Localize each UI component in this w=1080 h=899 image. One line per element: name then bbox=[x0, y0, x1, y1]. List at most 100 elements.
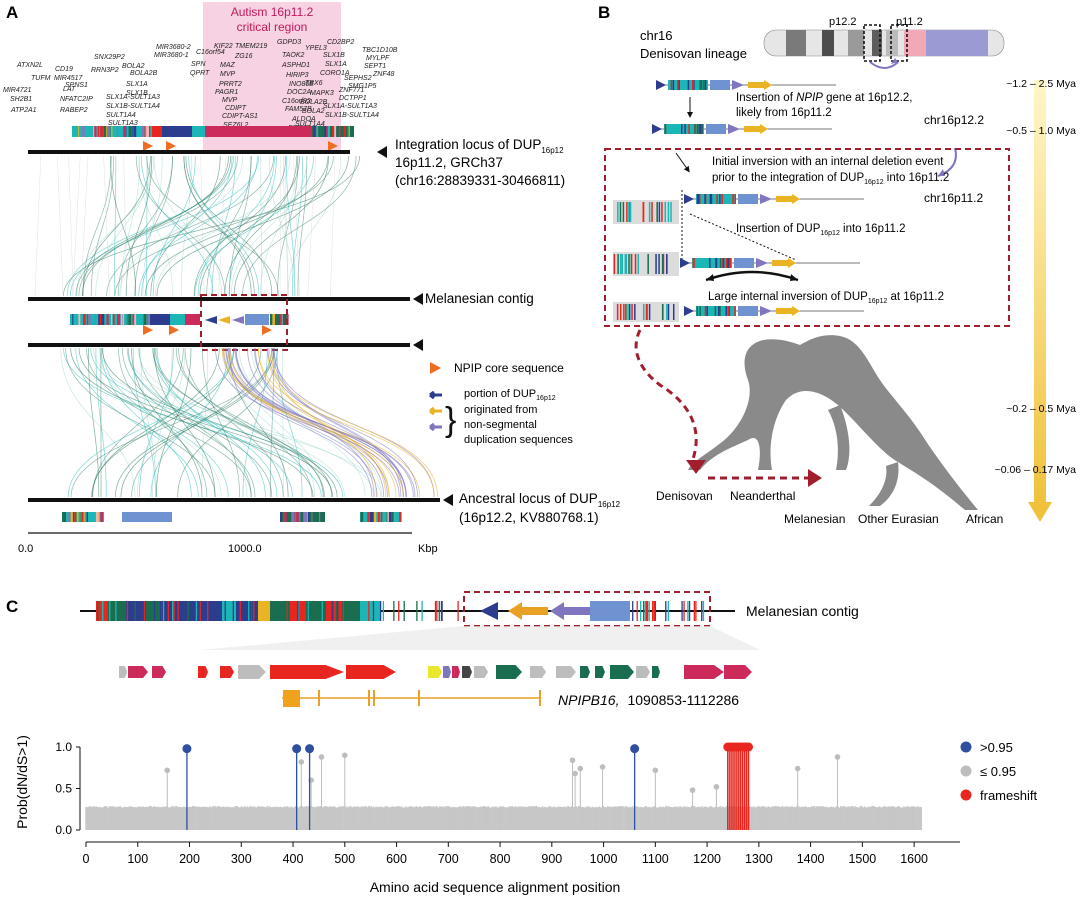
ribbon bbox=[152, 155, 196, 297]
npip-markers-top bbox=[143, 141, 338, 151]
svg-text:}: } bbox=[445, 401, 456, 439]
gene-name-label: SLX1A-SULT1A3 bbox=[323, 103, 377, 110]
gene-arrow bbox=[346, 665, 396, 679]
segment bbox=[100, 126, 104, 137]
ribbon bbox=[91, 347, 235, 498]
gene-arrow bbox=[462, 666, 472, 678]
segment bbox=[590, 601, 630, 621]
portion-legend-line3: non-segmental bbox=[464, 419, 537, 431]
ribbon bbox=[70, 155, 260, 297]
ribbon bbox=[225, 347, 416, 498]
ribbon bbox=[146, 155, 279, 297]
contig-label-c: Melanesian contig bbox=[746, 603, 859, 619]
ribbon bbox=[193, 155, 287, 297]
segment bbox=[76, 512, 79, 522]
segment bbox=[306, 601, 326, 621]
segment bbox=[93, 126, 97, 137]
gene-name-label: SULT1A3 bbox=[108, 120, 138, 127]
introgression-line bbox=[634, 329, 698, 463]
ribbon bbox=[106, 155, 275, 297]
x-tick-label: 0 bbox=[83, 852, 90, 866]
segment bbox=[141, 314, 144, 325]
events-track-3 bbox=[616, 304, 864, 320]
segment bbox=[283, 512, 285, 522]
melanesian-contig-bar bbox=[28, 297, 410, 301]
segment bbox=[126, 601, 146, 621]
integration-locus-coords: (chr16:28839331-30466811) bbox=[395, 173, 565, 188]
segment bbox=[150, 314, 170, 325]
ribbon bbox=[114, 347, 273, 498]
ribbon bbox=[183, 155, 255, 297]
portion-arrow bbox=[205, 316, 217, 324]
ribbon bbox=[228, 347, 378, 498]
segment bbox=[377, 512, 380, 522]
gene-arrow bbox=[152, 666, 166, 678]
panel-c: C Melanesian contig NPIPB16,1090853-1112… bbox=[6, 591, 1037, 895]
gene-name-label: SLX1A-SULT1A3 bbox=[106, 94, 160, 101]
ribbon bbox=[138, 155, 258, 297]
npip-markers-mid bbox=[143, 325, 272, 335]
npip-legend-label: NPIP core sequence bbox=[454, 361, 564, 375]
segment bbox=[106, 314, 109, 325]
melanesian-track bbox=[70, 314, 289, 325]
chromosome-ideogram bbox=[763, 24, 1005, 69]
x-tick-label: 300 bbox=[231, 852, 252, 866]
ribbon bbox=[151, 347, 173, 498]
high-prob-point bbox=[182, 744, 192, 754]
segment bbox=[70, 512, 73, 522]
gene-arrow bbox=[652, 666, 660, 678]
gene-name-label: ZNF771 bbox=[338, 87, 364, 94]
ribbon bbox=[120, 347, 275, 498]
gene-name-label: SULT1A4 bbox=[295, 121, 325, 128]
gene-name-label: SLX1B-SULT1A4 bbox=[106, 103, 160, 110]
step4-label: Large internal inversion of DUP16p12 at … bbox=[708, 291, 944, 305]
ribbon bbox=[260, 155, 263, 297]
ribbon bbox=[223, 347, 373, 498]
npip-triangle bbox=[328, 141, 338, 151]
events-box bbox=[604, 148, 1010, 327]
ribbon bbox=[197, 155, 275, 297]
y-tick-label: 0.5 bbox=[55, 782, 72, 796]
segment bbox=[279, 314, 282, 325]
segment bbox=[128, 314, 132, 325]
contig-pointer-icon bbox=[413, 293, 423, 305]
gene-arrow bbox=[610, 665, 634, 679]
x-tick-label: 800 bbox=[490, 852, 511, 866]
ribbon bbox=[211, 155, 236, 297]
gene-name-label: SPNS1 bbox=[65, 82, 88, 89]
ribbon bbox=[132, 347, 156, 498]
ribbon bbox=[137, 347, 186, 498]
gene-name-label: SH2B1 bbox=[10, 96, 32, 103]
zoom-gene-arrows bbox=[119, 665, 752, 679]
x-tick-label: 900 bbox=[541, 852, 562, 866]
ribbon bbox=[141, 155, 233, 297]
alignment-ribbons-lower bbox=[60, 347, 438, 498]
gene-name-label: KIF22 bbox=[214, 43, 233, 50]
integration-locus-band: 16p11.2, GRCh37 bbox=[395, 155, 503, 170]
low-prob-point bbox=[577, 765, 584, 772]
melanesian-contig-label: Melanesian contig bbox=[425, 291, 534, 306]
gene-arrow bbox=[443, 666, 451, 678]
gene-name-label: MVP bbox=[222, 97, 238, 104]
segment bbox=[313, 126, 316, 137]
segment bbox=[79, 512, 81, 522]
segment bbox=[145, 314, 148, 325]
gene-name-label: LAT bbox=[63, 86, 76, 93]
panel-b: B chr16 Denisovan lineage p12.2 p11.2 In… bbox=[598, 3, 1076, 526]
segment bbox=[327, 126, 331, 137]
low-prob-point bbox=[713, 784, 720, 790]
segment bbox=[109, 314, 113, 325]
legend-frameshift-icon bbox=[960, 789, 972, 801]
segment bbox=[152, 126, 162, 137]
ribbon bbox=[201, 347, 208, 498]
low-prob-point bbox=[794, 765, 801, 772]
segment bbox=[393, 512, 395, 522]
gene-arrow bbox=[496, 665, 522, 679]
ribbon bbox=[242, 155, 357, 297]
segment-base bbox=[360, 512, 400, 522]
segment bbox=[84, 314, 87, 325]
inversion-arrow bbox=[705, 270, 799, 282]
segment bbox=[109, 126, 112, 137]
ribbon bbox=[293, 155, 300, 297]
segment bbox=[79, 126, 83, 137]
